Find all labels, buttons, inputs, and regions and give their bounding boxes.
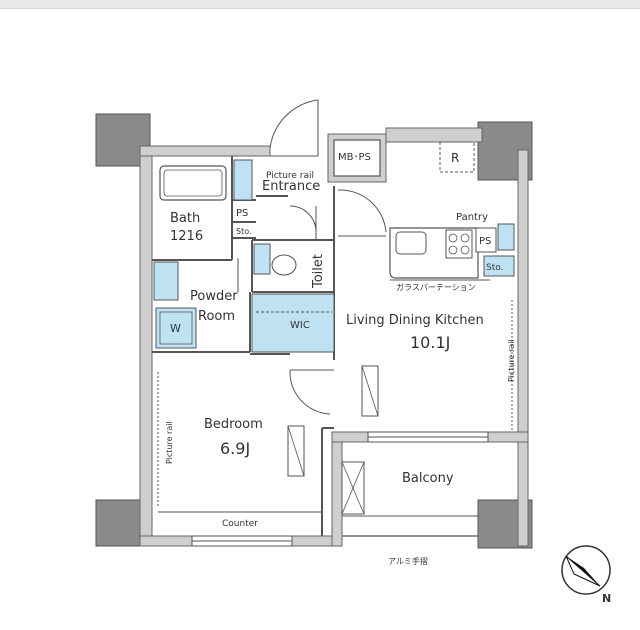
shoe-cabinet xyxy=(233,159,253,201)
ldk-label: Living Dining Kitchen xyxy=(346,313,484,328)
compass: N xyxy=(561,545,611,605)
wall-left xyxy=(139,149,153,543)
bedroom-label: Bedroom xyxy=(204,417,263,432)
washer-label: W xyxy=(170,322,181,335)
handrail-label: アルミ手摺 xyxy=(388,556,428,566)
pantry-sto-right xyxy=(483,255,515,277)
wall-top-left xyxy=(139,145,271,157)
stove xyxy=(445,229,473,259)
toilet-label: Toilet xyxy=(311,254,326,289)
pantry-shelf xyxy=(497,223,515,251)
bedroom-size-label: 6.9J xyxy=(220,439,250,458)
kitchen-sink xyxy=(395,231,427,255)
picture-rail-entrance-label: Picture rail xyxy=(266,171,314,181)
refrigerator-label: R xyxy=(451,151,459,165)
picture-rail-bedroom-label: Picture rail xyxy=(165,421,174,464)
ldk-size-label: 10.1J xyxy=(410,333,450,352)
balcony-wall-left xyxy=(331,439,343,547)
pantry-label: Pantry xyxy=(456,212,488,223)
top-frame-bar xyxy=(0,0,640,9)
glass-partition-label: ガラスパーテーション xyxy=(396,282,476,292)
bathtub xyxy=(159,165,227,201)
toilet-sink xyxy=(253,243,271,275)
balcony-wall-right xyxy=(517,439,529,547)
ps-left-label: PS xyxy=(236,208,248,219)
wall-top-right xyxy=(385,127,483,143)
ps-right-label: PS xyxy=(479,236,491,247)
picture-rail-ldk-label: Picture rail xyxy=(507,339,516,382)
bath-size-label: 1216 xyxy=(170,229,203,244)
washbasin-counter xyxy=(153,261,179,301)
mbps-box xyxy=(333,139,381,177)
wic-area xyxy=(251,293,335,353)
wall-right xyxy=(517,149,529,441)
entrance-label: Entrance xyxy=(262,179,320,194)
refrigerator-space xyxy=(439,141,475,173)
ldk-bottom-wall-right xyxy=(487,431,529,443)
counter-label: Counter xyxy=(222,519,258,529)
mbps-label: MB･PS xyxy=(338,152,371,163)
balcony-label: Balcony xyxy=(402,471,454,486)
compass-north-label: N xyxy=(602,592,611,605)
sto-right-label: Sto. xyxy=(486,263,503,273)
sto-left-label: Sto. xyxy=(236,227,252,236)
powder-room-label-2: Room xyxy=(198,309,235,324)
washer-pan xyxy=(155,307,197,349)
powder-room-label-1: Powder xyxy=(190,289,238,304)
toilet-bowl xyxy=(271,254,297,276)
wall-bottom-left xyxy=(139,535,193,547)
wic-label: WIC xyxy=(290,320,310,331)
bath-label: Bath xyxy=(170,211,200,226)
ldk-bottom-wall-left xyxy=(331,431,369,443)
